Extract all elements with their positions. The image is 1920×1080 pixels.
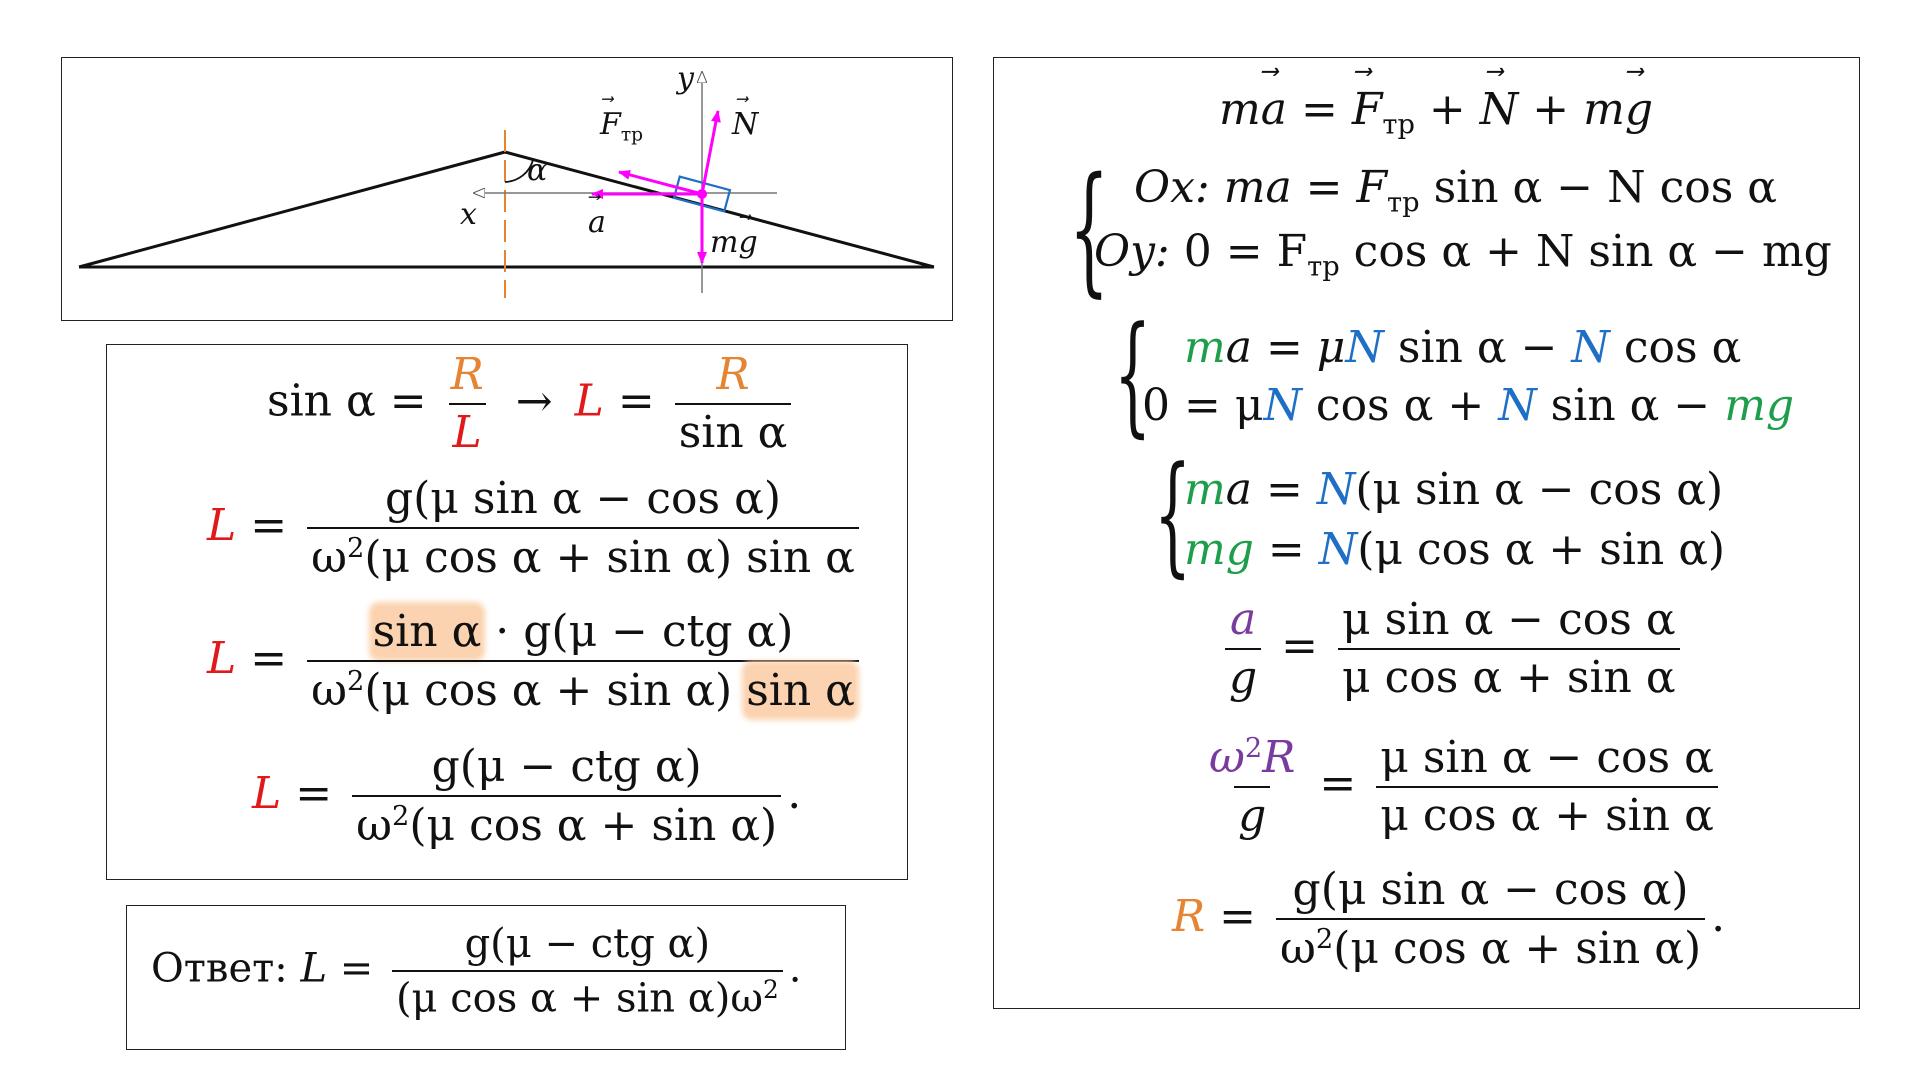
left-slope <box>78 150 506 269</box>
projection-oy: Oy: 0 = Fтр cos α + N sin α − mg <box>1094 226 1832 283</box>
answer-prefix: Ответ: <box>151 945 288 992</box>
system-2-brace: { <box>1114 298 1152 450</box>
length-equation-final: L = g(μ − ctg α) ω2(μ cos α + sin α) . <box>252 741 802 851</box>
friction-label: Fтр <box>600 95 643 145</box>
alpha-arc <box>504 159 534 183</box>
system-1-brace: { <box>1069 148 1110 311</box>
system-3-line-2: mg = N(μ cos α + sin α) <box>1184 524 1726 575</box>
system-3-line-1: ma = N(μ sin α − cos α) <box>1184 464 1724 515</box>
cancel-highlight-bottom: sin α <box>746 665 855 716</box>
inclined-slope-diagram <box>78 58 935 298</box>
answer-equation: Ответ: L = g(μ − ctg α) (μ cos α + sin α… <box>151 921 802 1022</box>
y-axis-label: y <box>677 61 694 96</box>
answer-panel: Ответ: L = g(μ − ctg α) (μ cos α + sin α… <box>126 905 846 1050</box>
radius-equation-final: R = g(μ sin α − cos α) ω2(μ cos α + sin … <box>1172 864 1726 974</box>
acceleration-label: a <box>588 193 606 238</box>
alpha-label: α <box>527 153 548 188</box>
normal-label: N <box>732 95 759 140</box>
length-equation-1: L = g(μ sin α − cos α) ω2(μ cos α + sin … <box>207 477 865 580</box>
length-equation-2: L = sin α · g(μ − ctg α) ω2(μ cos α + si… <box>207 606 865 716</box>
center-of-mass-dot <box>697 189 707 199</box>
system-2-line-1: ma = μN sin α − N cos α <box>1184 322 1742 373</box>
right-derivation-panel: ma = Fтр + N + mg { Ox: ma = Fтр sin α −… <box>993 57 1860 1009</box>
system-3-brace: { <box>1154 438 1192 590</box>
friction-force-arrow <box>618 169 703 196</box>
gravity-label: mg <box>710 213 758 258</box>
system-2-line-2: 0 = μN cos α + N sin α − mg <box>1142 380 1795 431</box>
x-axis-label: x <box>460 197 477 232</box>
projection-ox: Ox: ma = Fтр sin α − N cos α <box>1134 162 1778 219</box>
diagram-panel: y x α Fтр N a mg <box>61 57 953 321</box>
normal-force-arrow <box>700 110 721 195</box>
newton-second-law: ma = Fтр + N + mg <box>1219 66 1653 139</box>
cancel-highlight-top: sin α <box>372 606 482 657</box>
